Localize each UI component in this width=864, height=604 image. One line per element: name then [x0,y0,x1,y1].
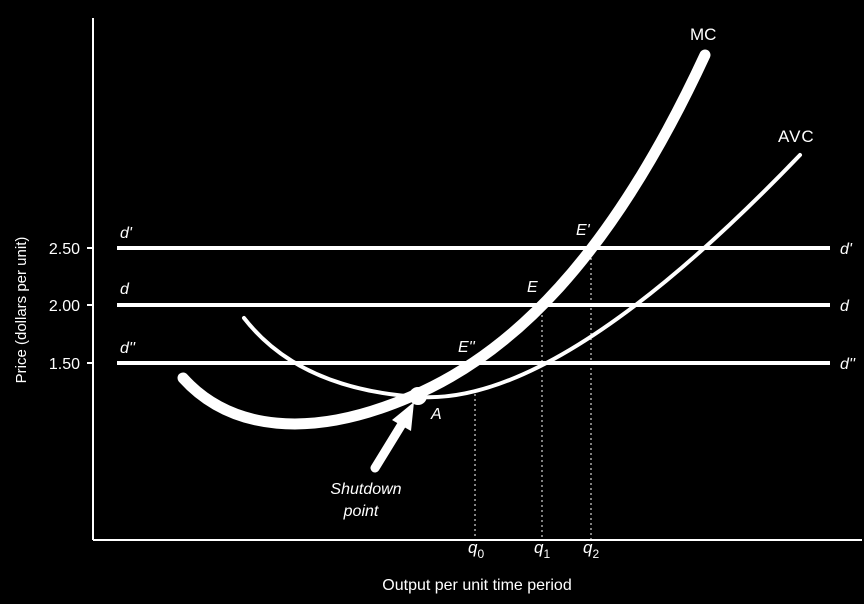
y-tick-label-250: 2.50 [49,241,80,258]
d-prime-left-label: d' [120,225,133,242]
mc-curve [177,49,711,430]
shutdown-label-line2: point [343,503,379,520]
x-axis-title: Output per unit time period [382,577,571,594]
point-e-prime-label: E' [576,222,591,239]
shutdown-arrow-shaft [370,419,407,473]
mc-curve-label: MC [690,25,716,44]
point-a-label: A [430,406,442,423]
d-double-prime-right-label: d'' [840,356,856,373]
y-tick-label-200: 2.00 [49,298,80,315]
d-right-label: d [840,298,850,315]
point-e-label: E [527,279,538,296]
y-tick-label-150: 1.50 [49,356,80,373]
shutdown-label-line1: Shutdown [330,481,401,498]
point-e-double-prime-label: E'' [458,339,476,356]
avc-curve-label: AVC [778,127,815,146]
point-a-marker [409,387,427,405]
shutdown-arrow-head [392,402,414,431]
x-tick-label-q1: q1 [534,538,550,561]
x-tick-label-q0: q0 [468,538,484,561]
avc-curve [242,153,802,400]
x-tick-label-q2: q2 [583,538,599,561]
d-double-prime-left-label: d'' [120,340,136,357]
d-left-label: d [120,281,130,298]
d-prime-right-label: d' [840,241,853,258]
y-axis-title: Price (dollars per unit) [13,237,30,384]
